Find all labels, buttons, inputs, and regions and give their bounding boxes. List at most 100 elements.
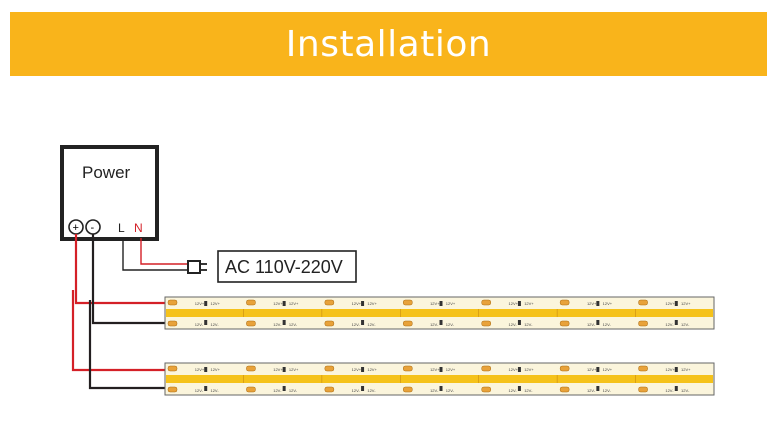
strip-label: 12V+	[587, 367, 597, 372]
resistor	[517, 367, 521, 372]
strip-label: 12V-	[587, 322, 596, 327]
strip-label: 12V-	[352, 388, 361, 393]
resistor	[361, 386, 365, 391]
plug-icon	[187, 260, 207, 274]
strip-label: 12V+	[603, 301, 613, 306]
solder-pad	[481, 365, 491, 372]
resistor	[361, 320, 365, 325]
resistor	[596, 367, 600, 372]
strip-label: 12V+	[509, 301, 519, 306]
strip-label: 12V+	[210, 367, 220, 372]
strip-label: 12V+	[289, 301, 299, 306]
solder-pad	[559, 365, 570, 372]
strip-label: 12V-	[210, 388, 219, 393]
strip-label: 12V-	[524, 322, 533, 327]
solder-pad	[246, 320, 256, 327]
solder-pad	[167, 386, 178, 393]
strip-label: 12V+	[289, 367, 299, 372]
solder-pad	[324, 386, 335, 393]
resistor	[596, 320, 600, 325]
resistor	[517, 301, 521, 306]
strip-label: 12V-	[446, 388, 455, 393]
led-strip: 12V+ 12V+ 12V- 12V- 12V+ 12V+ 12V- 12V- 12V+ 12V+…	[164, 362, 715, 396]
solder-pad	[246, 299, 256, 306]
solder-pad	[638, 320, 648, 327]
led-band	[166, 309, 713, 317]
resistor	[517, 320, 521, 325]
ac-wires	[122, 238, 188, 271]
solder-pad	[167, 320, 178, 327]
solder-pad	[559, 386, 570, 393]
resistor	[204, 367, 208, 372]
strip-label: 12V-	[603, 322, 612, 327]
strip-label: 12V+	[430, 367, 440, 372]
resistor	[282, 301, 286, 306]
resistor	[361, 301, 365, 306]
solder-pad	[167, 365, 178, 372]
solder-pad	[481, 386, 491, 393]
resistor	[674, 301, 678, 306]
led-band	[166, 375, 713, 383]
resistor	[439, 386, 443, 391]
resistor	[204, 386, 208, 391]
power-label: Power	[82, 163, 131, 182]
strip-label: 12V-	[681, 322, 690, 327]
dc-wires	[71, 234, 166, 390]
resistor	[596, 301, 600, 306]
strip-label: 12V+	[195, 301, 205, 306]
strip-label: 12V-	[352, 322, 361, 327]
resistor	[361, 367, 365, 372]
solder-pad	[246, 365, 256, 372]
resistor	[439, 367, 443, 372]
resistor	[282, 367, 286, 372]
solder-pad	[559, 320, 570, 327]
solder-pad	[481, 320, 491, 327]
strip-label: 12V-	[367, 388, 376, 393]
strip-label: 12V+	[446, 301, 456, 306]
resistor	[596, 386, 600, 391]
strip-label: 12V-	[289, 322, 298, 327]
solder-pad	[638, 386, 648, 393]
strip-label: 12V+	[681, 367, 691, 372]
negative-terminal: -	[85, 219, 101, 235]
resistor	[517, 386, 521, 391]
strip-label: 12V-	[289, 388, 298, 393]
resistor	[204, 301, 208, 306]
strip-label: 12V-	[446, 322, 455, 327]
strip-label: 12V-	[603, 388, 612, 393]
solder-pad	[638, 299, 648, 306]
resistor	[674, 320, 678, 325]
strip-label: 12V+	[195, 367, 205, 372]
resistor	[204, 320, 208, 325]
strip-label: 12V-	[273, 388, 282, 393]
strip-label: 12V+	[587, 301, 597, 306]
neutral-label: N	[134, 221, 143, 235]
solder-pad	[638, 365, 648, 372]
strip-label: 12V+	[352, 301, 362, 306]
solder-pad	[403, 386, 413, 393]
strip-label: 12V+	[681, 301, 691, 306]
strip-label: 12V-	[367, 322, 376, 327]
strip-label: 12V+	[524, 367, 534, 372]
strip-label: 12V+	[509, 367, 519, 372]
resistor	[282, 386, 286, 391]
power-supply-box: Power + - L N	[60, 145, 159, 241]
strip-label: 12V+	[367, 301, 377, 306]
led-strips: 12V+ 12V+ 12V- 12V- 12V+ 12V+ 12V- 12V- 12V+ 12V+…	[164, 296, 715, 396]
strip-label: 12V+	[524, 301, 534, 306]
strip-label: 12V+	[352, 367, 362, 372]
strip-label: 12V+	[446, 367, 456, 372]
strip-label: 12V-	[210, 322, 219, 327]
strip-label: 12V-	[195, 388, 204, 393]
solder-pad	[246, 386, 256, 393]
strip-label: 12V-	[195, 322, 204, 327]
solder-pad	[481, 299, 491, 306]
ac-input-label: AC 110V-220V	[225, 257, 343, 277]
positive-terminal: +	[68, 219, 84, 235]
resistor	[439, 301, 443, 306]
solder-pad	[167, 299, 178, 306]
strip-label: 12V-	[681, 388, 690, 393]
strip-label: 12V-	[587, 388, 596, 393]
header-banner: Installation	[10, 12, 767, 76]
